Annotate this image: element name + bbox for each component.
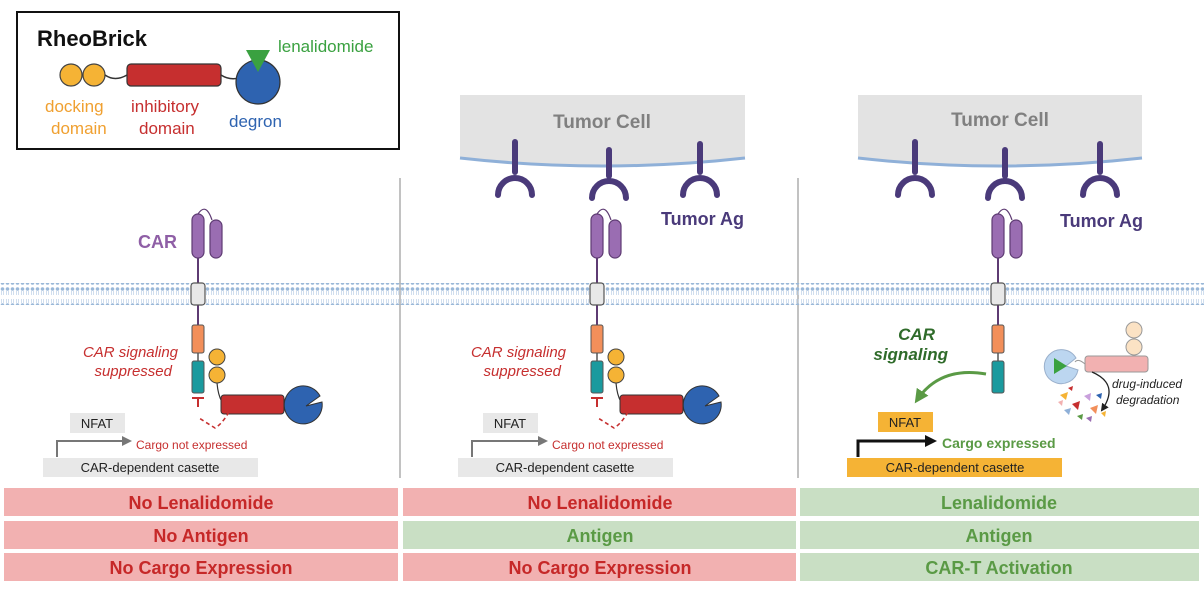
- degradation-line1: drug-induced: [1112, 377, 1182, 391]
- linker-line: [104, 74, 128, 80]
- cassette-label-3: CAR-dependent casette: [886, 460, 1025, 475]
- legend-docking-line1: docking: [45, 97, 104, 116]
- inhibitory-domain-icon: [126, 63, 222, 87]
- degradation-line2: degradation: [1116, 393, 1180, 407]
- inhibition-dashed-1: [198, 411, 230, 429]
- cassette-box-2: [458, 458, 673, 477]
- promoter-arrow-1: [56, 436, 132, 457]
- degradation-arrow: [1091, 371, 1110, 412]
- legend-drug-label: lenalidomide: [278, 37, 373, 56]
- tumor-antigens-2: [495, 139, 720, 201]
- cond-cell-antigen-1: [4, 521, 398, 549]
- degradation-fragments: [1058, 386, 1106, 422]
- cassette-box-3: [847, 458, 1062, 477]
- legend-inhibitory-line1: inhibitory: [131, 97, 200, 116]
- promoter-arrow-2: [471, 436, 548, 457]
- cond-cell-drug-2: [403, 488, 796, 516]
- tumor-antigens-3: [895, 139, 1120, 201]
- cond-antigen-2: Antigen: [567, 526, 634, 546]
- signaling-arrow: [914, 370, 987, 404]
- cond-drug-3: Lenalidomide: [941, 493, 1057, 513]
- nfat-label-3: NFAT: [889, 415, 921, 430]
- tumor-cell-2: Tumor Cell: [459, 95, 746, 168]
- car-receptor-2: [589, 208, 622, 394]
- lenalidomide-icon: [246, 50, 270, 72]
- legend-title: RheoBrick: [37, 26, 148, 51]
- tumor-ag-label-2: Tumor Ag: [661, 209, 744, 229]
- cond-cell-outcome-1: [4, 553, 398, 581]
- car-label: CAR: [138, 232, 177, 252]
- promoter-arrow-3: [856, 435, 937, 457]
- cond-drug-2: No Lenalidomide: [527, 493, 672, 513]
- cond-cell-antigen-3: [800, 521, 1199, 549]
- cond-cell-outcome-3: [800, 553, 1199, 581]
- degrading-rheobrick: [1043, 321, 1149, 385]
- inhibition-bar-2: [591, 397, 603, 407]
- tumor-cell-3: Tumor Cell: [857, 95, 1143, 168]
- signaling-line2: signaling: [873, 345, 948, 364]
- cond-cell-drug-1: [4, 488, 398, 516]
- car-receptor-3: [990, 208, 1023, 394]
- cassette-label-2: CAR-dependent casette: [496, 460, 635, 475]
- nfat-box-2: [483, 413, 538, 433]
- suppressed-line1-2: CAR signaling: [471, 344, 567, 361]
- cond-drug-1: No Lenalidomide: [128, 493, 273, 513]
- condition-table: No Lenalidomide No Lenalidomide Lenalido…: [4, 488, 1199, 581]
- legend-box: RheoBrick lenalidomide docking domain in…: [16, 11, 400, 150]
- cond-cell-antigen-2: [403, 521, 796, 549]
- legend-inhibitory-line2: domain: [139, 119, 195, 138]
- inhibition-bar-1: [192, 397, 204, 407]
- legend-docking-line2: domain: [51, 119, 107, 138]
- nfat-box-1: [70, 413, 125, 433]
- suppressed-line2-1: suppressed: [94, 363, 172, 380]
- inhibition-dashed-2: [597, 411, 629, 429]
- rheobrick-1: [208, 348, 323, 425]
- cond-antigen-1: No Antigen: [153, 526, 248, 546]
- rheobrick-2: [607, 348, 722, 425]
- car-receptor-1: [190, 208, 223, 394]
- cassette-box-1: [43, 458, 258, 477]
- nfat-label-2: NFAT: [494, 416, 526, 431]
- cassette-label-1: CAR-dependent casette: [81, 460, 220, 475]
- nfat-box-3: [878, 412, 933, 432]
- suppressed-line2-2: suppressed: [483, 363, 561, 380]
- tumor-cell-label-2: Tumor Cell: [553, 112, 651, 133]
- cargo-not-label-2: Cargo not expressed: [552, 438, 663, 452]
- cargo-yes-label: Cargo expressed: [942, 435, 1056, 451]
- suppressed-line1-1: CAR signaling: [83, 344, 179, 361]
- tumor-cell-label-3: Tumor Cell: [951, 110, 1049, 131]
- cond-cell-drug-3: [800, 488, 1199, 516]
- cond-outcome-1: No Cargo Expression: [109, 558, 292, 578]
- docking-domain-icon: [59, 63, 106, 87]
- cond-cell-outcome-2: [403, 553, 796, 581]
- signaling-line1: CAR: [898, 325, 936, 344]
- cond-outcome-2: No Cargo Expression: [508, 558, 691, 578]
- nfat-label-1: NFAT: [81, 416, 113, 431]
- tumor-ag-label-3: Tumor Ag: [1060, 211, 1143, 231]
- cond-antigen-3: Antigen: [966, 526, 1033, 546]
- legend-degron-label: degron: [229, 112, 282, 131]
- cond-outcome-3: CAR-T Activation: [925, 558, 1072, 578]
- cargo-not-label-1: Cargo not expressed: [136, 438, 247, 452]
